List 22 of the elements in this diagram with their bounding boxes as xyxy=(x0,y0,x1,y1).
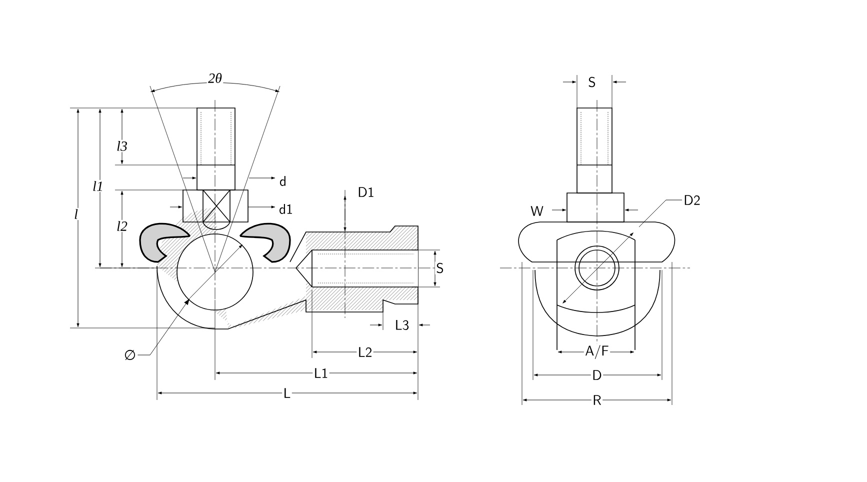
dimension-label: D1 xyxy=(356,186,376,198)
dimension-label: L xyxy=(282,386,292,400)
leader-line xyxy=(638,200,682,228)
dimension-label: L2 xyxy=(356,346,374,358)
dimension-label: l xyxy=(72,208,80,220)
dimension-label: d xyxy=(278,174,288,188)
dimension-label: S xyxy=(587,76,597,88)
dimension-label: d1 xyxy=(278,202,294,216)
dimension-label: D2 xyxy=(682,194,702,206)
dimension-label: l2 xyxy=(115,220,129,232)
dimension-label: l1 xyxy=(91,180,105,192)
dimension-label: L1 xyxy=(312,366,330,380)
dimension-label: A/F xyxy=(584,344,610,360)
dimension-label: ∅ xyxy=(122,348,138,362)
dimension-label: L3 xyxy=(394,318,410,332)
dimension-label: 2θ xyxy=(206,72,224,84)
leader-line xyxy=(137,298,190,356)
dimension-label: R xyxy=(591,394,603,406)
dimension-label: S xyxy=(435,262,445,274)
dimension-label: D xyxy=(590,368,604,382)
dimension-label: W xyxy=(529,204,545,218)
dimension-label: l3 xyxy=(115,140,129,152)
